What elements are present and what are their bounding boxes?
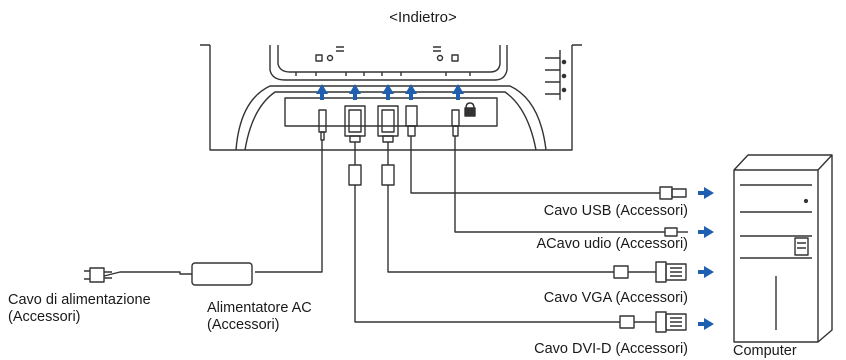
- arrow-right-audio: [698, 226, 714, 238]
- arrow-right-usb: [698, 187, 714, 199]
- dvi-connector: [344, 105, 366, 143]
- view-title: <Indietro>: [389, 9, 457, 26]
- power-cable-label: Cavo di alimentazione (Accessori): [8, 292, 151, 326]
- dc-cable: [255, 140, 323, 273]
- computer-tower: [733, 154, 833, 343]
- dc-connector: [318, 109, 327, 141]
- vga-cable: [387, 142, 614, 273]
- dvi-cable: [354, 142, 620, 323]
- audio-cable-label: ACavo udio (Accessori): [536, 236, 689, 252]
- vga-cable-label: Cavo VGA (Accessori): [543, 290, 688, 306]
- dvi-plug: [655, 311, 687, 333]
- arrow-up-usb: [405, 84, 417, 100]
- arrow-up-dvi: [349, 84, 361, 100]
- vga-connector: [377, 105, 399, 143]
- audio-connector: [451, 109, 460, 137]
- audio-plug: [664, 227, 688, 237]
- power-cable-label-line2: (Accessori): [8, 309, 81, 325]
- ac-adapter: [103, 262, 253, 286]
- monitor-back: [200, 44, 582, 151]
- computer-label: Computer: [733, 343, 797, 359]
- usb-plug: [659, 186, 687, 200]
- ac-adapter-label: Alimentatore AC (Accessori): [207, 300, 312, 334]
- usb-cable: [410, 136, 660, 194]
- arrow-up-vga: [382, 84, 394, 100]
- power-plug-icon: [84, 267, 112, 283]
- vga-plug: [655, 261, 687, 283]
- audio-cable: [454, 136, 665, 233]
- arrow-up-dc: [316, 84, 328, 100]
- dvi-cable-label: Cavo DVI-D (Accessori): [534, 341, 688, 357]
- usb-connector: [405, 105, 418, 137]
- power-cable-label-line1: Cavo di alimentazione: [8, 292, 151, 308]
- arrow-right-dvi: [698, 318, 714, 330]
- arrow-right-vga: [698, 266, 714, 278]
- connection-arrows: [316, 84, 714, 330]
- ac-adapter-label-line1: Alimentatore AC: [207, 300, 312, 316]
- usb-cable-label: Cavo USB (Accessori): [543, 203, 688, 219]
- arrow-up-audio: [452, 84, 464, 100]
- ac-adapter-label-line2: (Accessori): [207, 317, 280, 333]
- kensington-lock-icon: [464, 102, 476, 117]
